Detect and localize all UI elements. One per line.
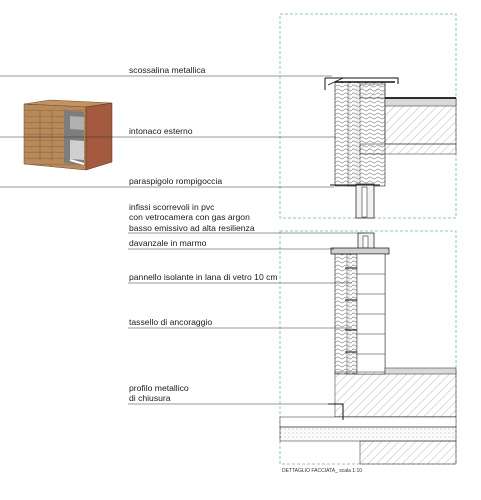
leader-lines — [0, 75, 364, 405]
ground-layers — [279, 403, 457, 465]
caption-scale: _ scala 1:10 — [335, 468, 363, 474]
roof-slab — [359, 97, 457, 155]
label-scossalina: scossalina metallica — [129, 65, 206, 75]
label-tassello: tassello di ancoraggio — [129, 317, 213, 327]
lower-window-frame — [357, 232, 375, 250]
label-davanzale: davanzale in marmo — [129, 238, 207, 248]
label-profilo: profilo metallico di chiusura — [129, 383, 189, 404]
drawing-caption: DETTAGLIO FACCIATA_ scala 1:10 — [282, 468, 362, 474]
caption-title: DETTAGLIO FACCIATA — [282, 468, 336, 474]
floor-slab — [334, 367, 457, 418]
insulated-wall — [334, 253, 386, 375]
label-pannello: pannello isolante in lana di vetro 10 cm — [129, 272, 278, 282]
marble-sill — [330, 247, 390, 255]
upper-window-frame — [330, 183, 380, 219]
axonometric-wall-sample — [23, 99, 113, 171]
label-paraspigolo: paraspigolo rompigoccia — [129, 176, 223, 186]
label-infissi: infissi scorrevoli in pvc con vetrocamer… — [129, 202, 255, 233]
label-intonaco: intonaco esterno — [129, 126, 193, 136]
